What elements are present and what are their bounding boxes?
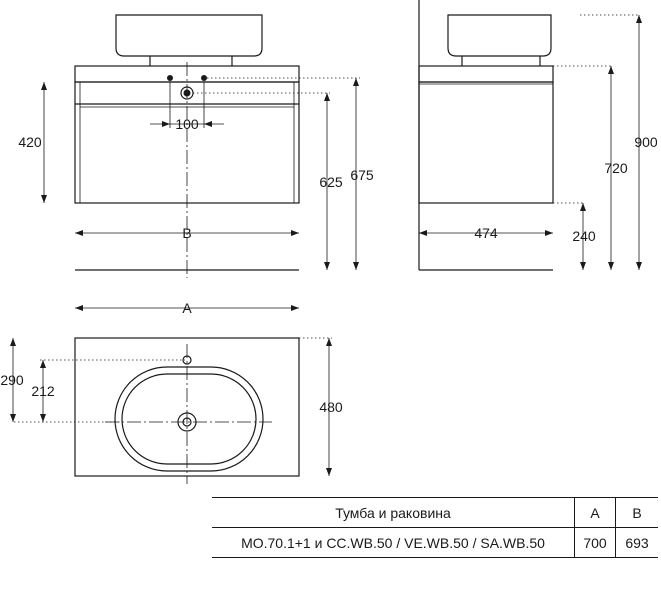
front-fixing-hole-right [201, 75, 207, 81]
front-drain-hole-inner [183, 89, 191, 97]
spec-table: Тумба и раковина A B MO.70.1+1 и CC.WB.5… [212, 497, 658, 558]
dim-width-a: A [182, 300, 192, 316]
side-dim-cabinet-top: 720 [604, 160, 628, 176]
front-view: 100 420 B 625 675 [18, 14, 374, 278]
row-a: 700 [574, 527, 616, 558]
front-fixing-hole-left [167, 75, 173, 81]
row-name: MO.70.1+1 и CC.WB.50 / VE.WB.50 / SA.WB.… [212, 527, 575, 558]
front-basin-foot [149, 56, 233, 66]
top-dim-bowl-offset: 212 [31, 383, 55, 399]
side-dim-total-height: 900 [634, 134, 658, 150]
side-countertop [418, 65, 554, 83]
side-basin [447, 14, 552, 57]
dim-width-b: B [182, 225, 191, 241]
header-a: A [574, 497, 616, 528]
spec-table-header: Тумба и раковина A B [212, 497, 658, 528]
header-name: Тумба и раковина [212, 497, 575, 528]
side-view: 474 240 720 900 [418, 0, 658, 271]
top-dim-tap-offset: 290 [0, 372, 24, 388]
front-basin [115, 14, 263, 57]
top-bowl-inner [121, 373, 257, 465]
dim-drain-height: 625 [319, 174, 343, 190]
dim-drawer-height: 420 [18, 134, 42, 150]
side-dim-depth: 474 [474, 225, 498, 241]
top-bowl-outer [114, 366, 264, 472]
top-dim-depth: 480 [319, 399, 343, 415]
dim-hole-spacing: 100 [175, 116, 199, 132]
row-b: 693 [615, 527, 658, 558]
header-b: B [615, 497, 658, 528]
table-row: MO.70.1+1 и CC.WB.50 / VE.WB.50 / SA.WB.… [212, 527, 658, 558]
side-cabinet [418, 81, 554, 204]
side-dim-legroom: 240 [572, 228, 596, 244]
dim-top-height: 675 [350, 167, 374, 183]
top-view: A 290 212 480 [0, 300, 343, 484]
